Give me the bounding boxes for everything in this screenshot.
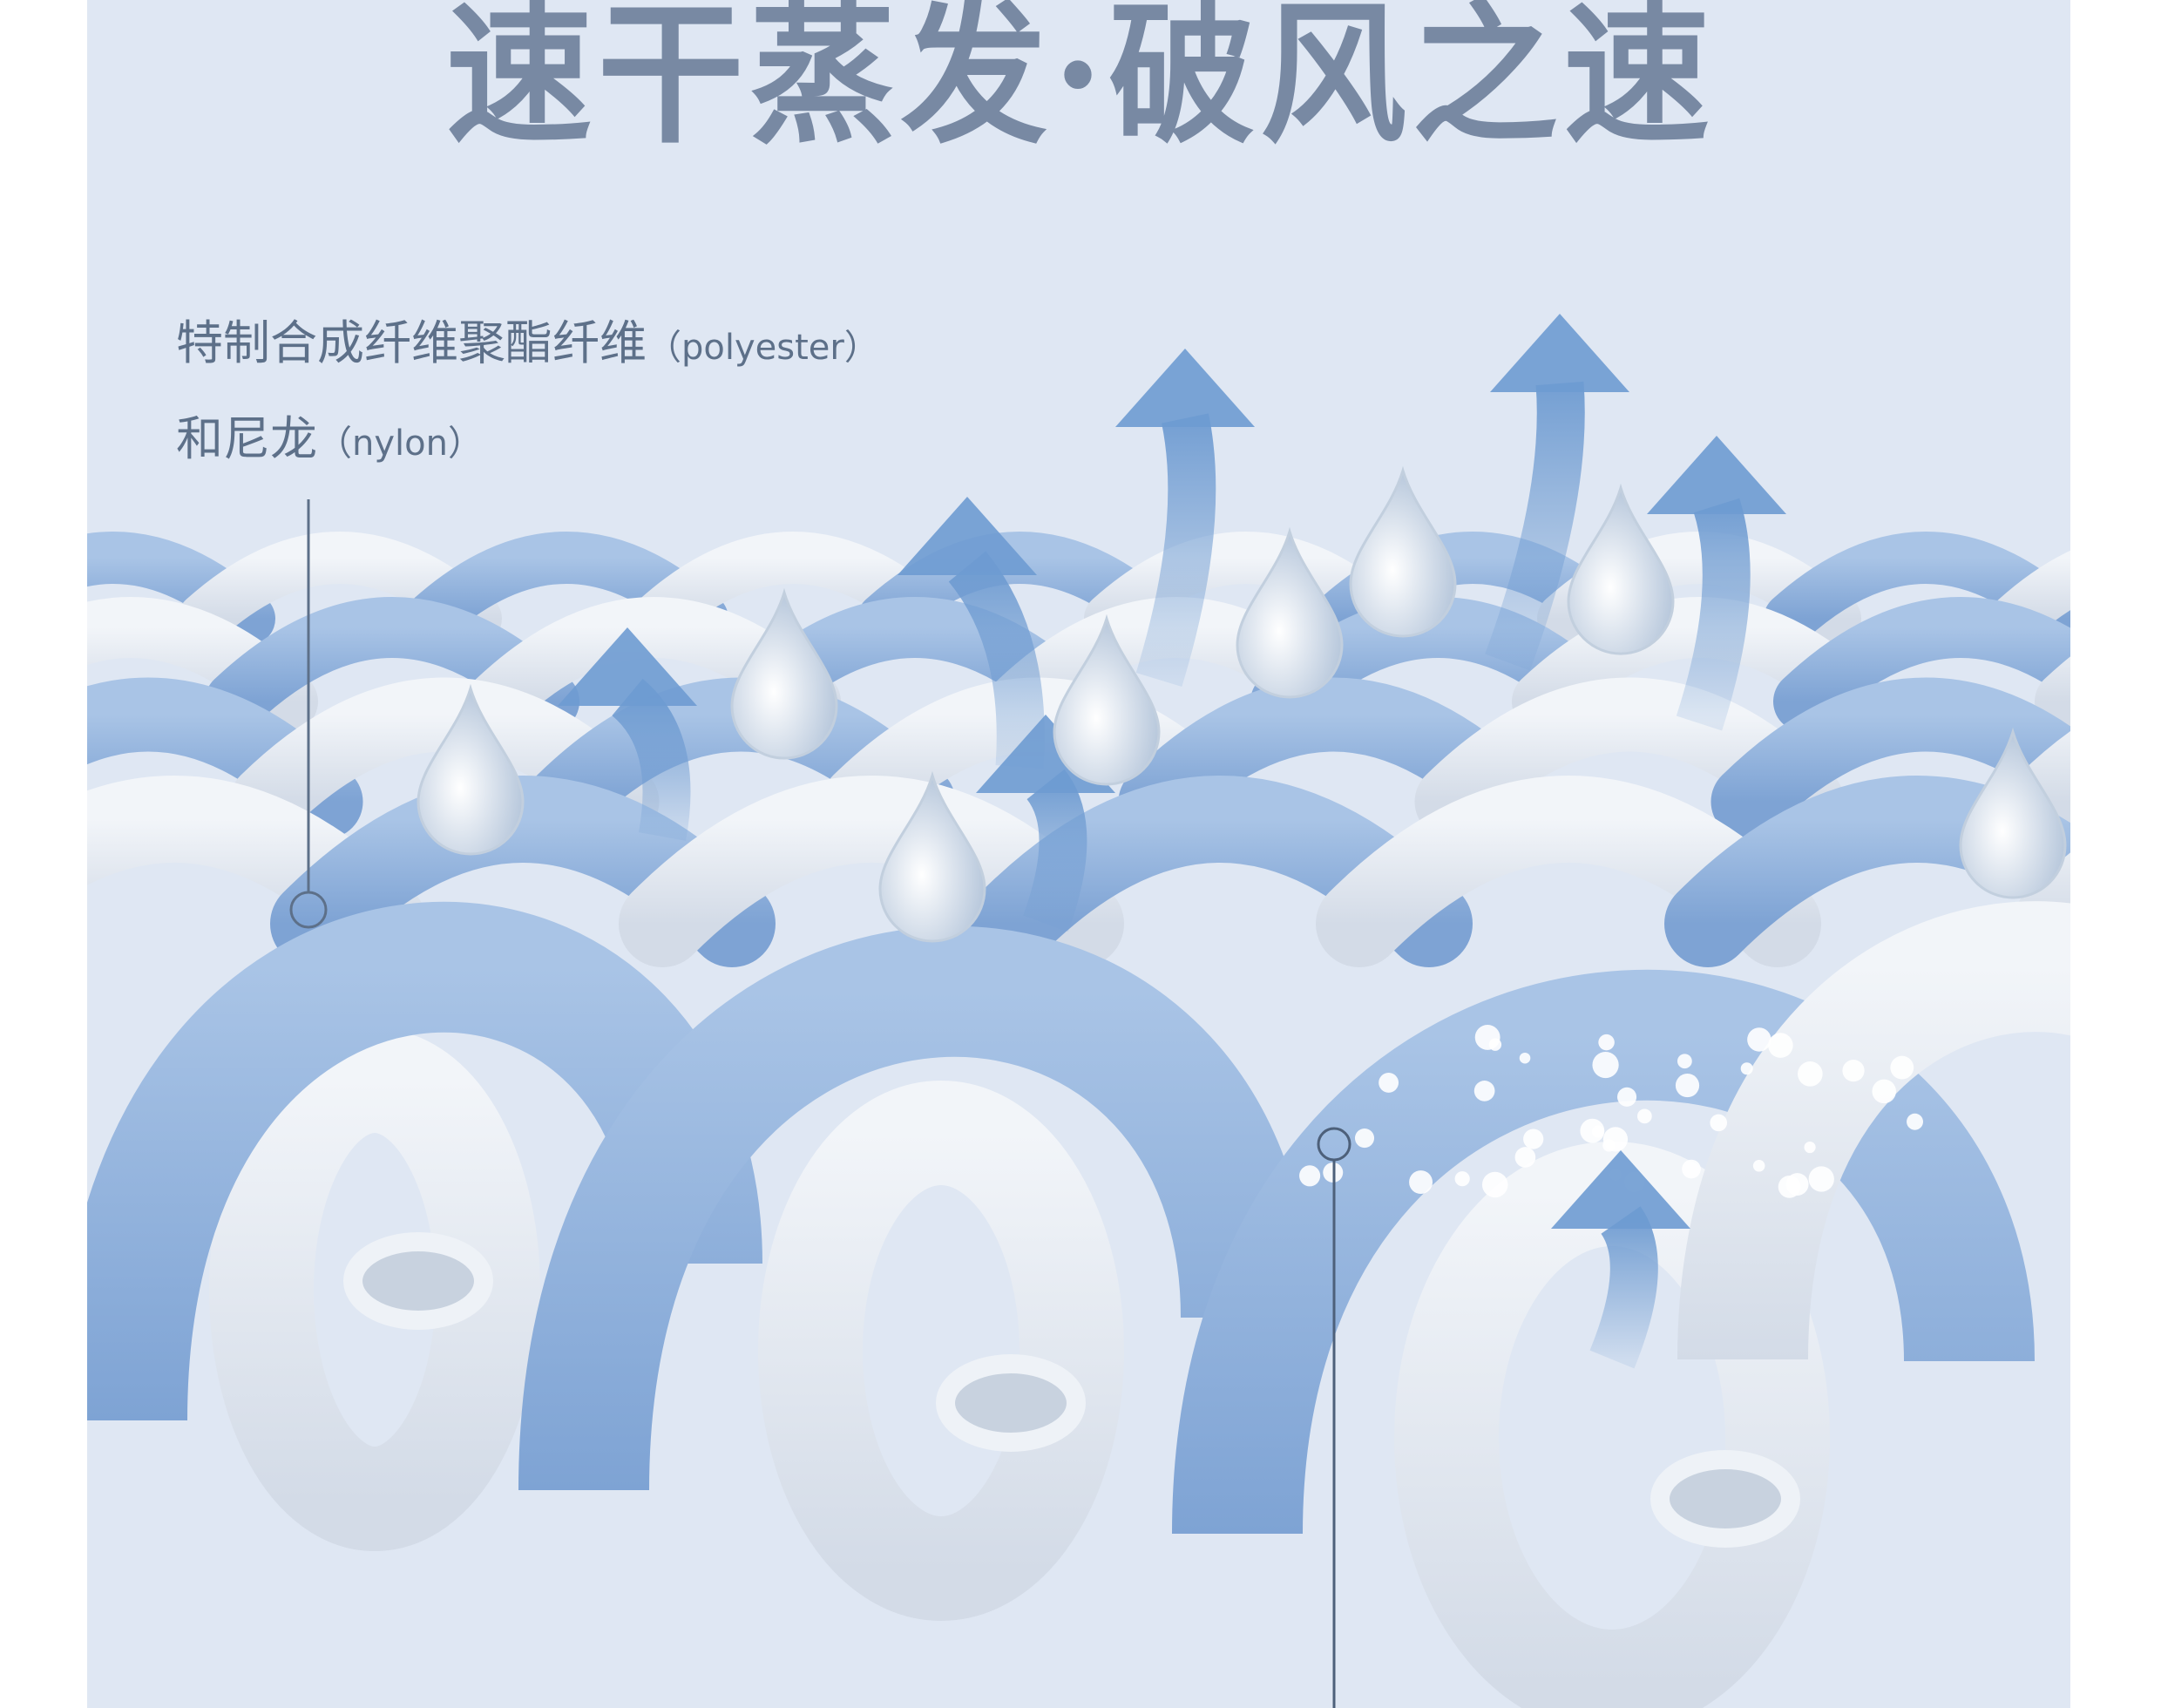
- white-fiber: [2065, 627, 2161, 702]
- air-bubble: [1907, 1114, 1923, 1130]
- air-bubble: [1523, 1128, 1543, 1149]
- air-bubble: [1747, 1027, 1771, 1051]
- arrow-shaft: [1159, 418, 1192, 680]
- headline: 速干蒸发·破风之速: [0, 0, 2161, 161]
- air-bubble: [1809, 1166, 1834, 1191]
- air-bubble: [1798, 1061, 1823, 1087]
- air-bubble: [1804, 1142, 1815, 1153]
- water-droplet: [1351, 471, 1455, 636]
- white-fiber: [2056, 819, 2161, 924]
- nylon-en: （nylon）: [317, 424, 483, 464]
- air-bubble: [1682, 1160, 1701, 1179]
- air-bubble: [1474, 1081, 1495, 1101]
- material-label-nylon: 和尼龙（nylon）: [176, 411, 483, 471]
- white-fiber-coil: [810, 1133, 1072, 1569]
- air-bubble: [1637, 1108, 1652, 1123]
- air-bubble: [1710, 1115, 1727, 1132]
- air-bubble: [1489, 1039, 1501, 1051]
- air-bubble: [1455, 1171, 1470, 1186]
- air-bubble: [1890, 1056, 1914, 1080]
- air-bubble: [1741, 1062, 1753, 1074]
- water-droplet: [732, 593, 837, 758]
- air-bubble: [1592, 1126, 1604, 1138]
- air-bubble: [1379, 1073, 1399, 1093]
- air-bubble: [1602, 1139, 1615, 1151]
- arrow-shaft: [1612, 1220, 1634, 1359]
- arrow-shaft: [1699, 505, 1726, 723]
- air-bubble: [1482, 1172, 1508, 1198]
- air-bubble: [1778, 1176, 1801, 1198]
- air-bubble: [1409, 1170, 1433, 1194]
- air-bubble: [1355, 1128, 1374, 1148]
- air-bubble: [1617, 1088, 1636, 1107]
- air-bubble: [1299, 1165, 1320, 1186]
- material-label-polyester: 特制合成纤维聚酯纤维（polyester）: [176, 315, 879, 376]
- air-bubble: [1842, 1060, 1864, 1081]
- arrow-shaft: [1046, 784, 1063, 924]
- hollow-fiber-end: [353, 1242, 484, 1320]
- blue-fiber-loop: [584, 992, 1246, 1490]
- air-bubble: [1520, 1053, 1531, 1064]
- air-bubble: [1753, 1160, 1765, 1172]
- air-bubble: [1677, 1054, 1692, 1068]
- air-bubble: [1592, 1052, 1618, 1078]
- air-bubble: [1872, 1080, 1896, 1104]
- polyester-en: （polyester）: [647, 328, 879, 368]
- arrow-head: [1490, 314, 1629, 392]
- arrow-head: [1647, 436, 1786, 514]
- air-bubble: [1768, 1033, 1793, 1058]
- nylon-cn: 和尼龙: [176, 411, 317, 466]
- white-fiber: [2016, 558, 2161, 619]
- air-bubble: [1676, 1074, 1699, 1097]
- polyester-cn: 特制合成纤维聚酯纤维: [176, 315, 647, 370]
- arrow-head: [1115, 349, 1255, 427]
- hollow-fiber-end: [1660, 1460, 1791, 1538]
- air-bubble: [1598, 1034, 1614, 1050]
- hollow-fiber-end: [945, 1364, 1076, 1442]
- air-bubble: [1515, 1147, 1536, 1168]
